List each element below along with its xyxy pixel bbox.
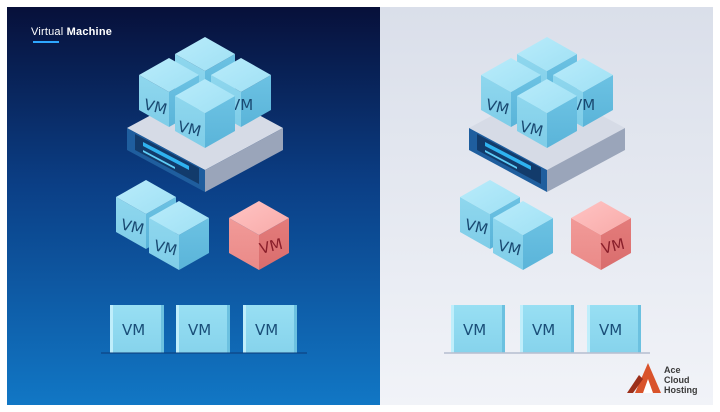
logo-line-3: Hosting — [664, 385, 698, 395]
vm-cube: VM — [149, 201, 209, 270]
right-vm-pair: VM VM — [460, 180, 553, 270]
flat-vm: VM — [110, 305, 164, 353]
right-flat-vm-row: VM VM VM — [444, 305, 650, 354]
left-vm-pair: VM VM — [116, 180, 209, 270]
vm-label: VM — [258, 235, 285, 258]
flat-vm: VM — [451, 305, 505, 353]
vm-label: VM — [532, 321, 555, 339]
flat-vm: VM — [243, 305, 297, 353]
flat-vm: VM — [520, 305, 574, 353]
vm-label: VM — [463, 321, 486, 339]
vm-label: VM — [255, 321, 278, 339]
right-server-stack: VM VM VM — [469, 37, 625, 192]
vm-cube: VM — [481, 58, 541, 127]
logo-line-2: Cloud — [664, 375, 690, 385]
left-server-stack: VM VM VM — [127, 37, 283, 192]
vm-label: VM — [518, 117, 545, 140]
vm-cube: VM — [116, 180, 176, 249]
vm-cube: VM — [139, 58, 199, 127]
vm-label: VM — [188, 321, 211, 339]
vm-cube: VM — [211, 58, 271, 127]
left-flat-vm-row: VM VM VM — [101, 305, 307, 354]
vm-label: VM — [122, 321, 145, 339]
vm-cube: VM — [175, 79, 235, 148]
vm-illustration-scene: VM VM VM VM VM VM — [101, 37, 661, 393]
vm-cube: VM — [517, 79, 577, 148]
vm-label: VM — [484, 95, 511, 118]
vm-label: VM — [496, 236, 523, 259]
vm-label: VM — [119, 215, 146, 238]
vm-cube: VM — [493, 201, 553, 270]
vm-cube: VM — [460, 180, 520, 249]
title-bold: Machine — [66, 26, 113, 38]
vm-label: VM — [599, 321, 622, 339]
vm-label: VM — [230, 96, 253, 114]
vm-label: VM — [572, 96, 595, 114]
logo-line-1: Ace — [664, 365, 681, 375]
logo-text: Ace Cloud Hosting — [664, 365, 698, 395]
vm-label: VM — [142, 95, 169, 118]
vm-label: VM — [600, 235, 627, 258]
title-underline — [33, 41, 59, 43]
ace-cloud-logo-icon — [627, 363, 661, 393]
vm-cube: VM — [553, 58, 613, 127]
title-light: Virtual — [31, 26, 67, 38]
flat-vm: VM — [587, 305, 641, 353]
vm-label: VM — [152, 236, 179, 259]
vm-cube-red: VM — [229, 201, 289, 270]
page-title: Virtual Machine — [31, 26, 112, 38]
vm-cube-red: VM — [571, 201, 631, 270]
flat-vm: VM — [176, 305, 230, 353]
illustration-frame: Virtual Machine — [7, 7, 713, 405]
vm-label: VM — [463, 215, 490, 238]
vm-label: VM — [176, 117, 203, 140]
